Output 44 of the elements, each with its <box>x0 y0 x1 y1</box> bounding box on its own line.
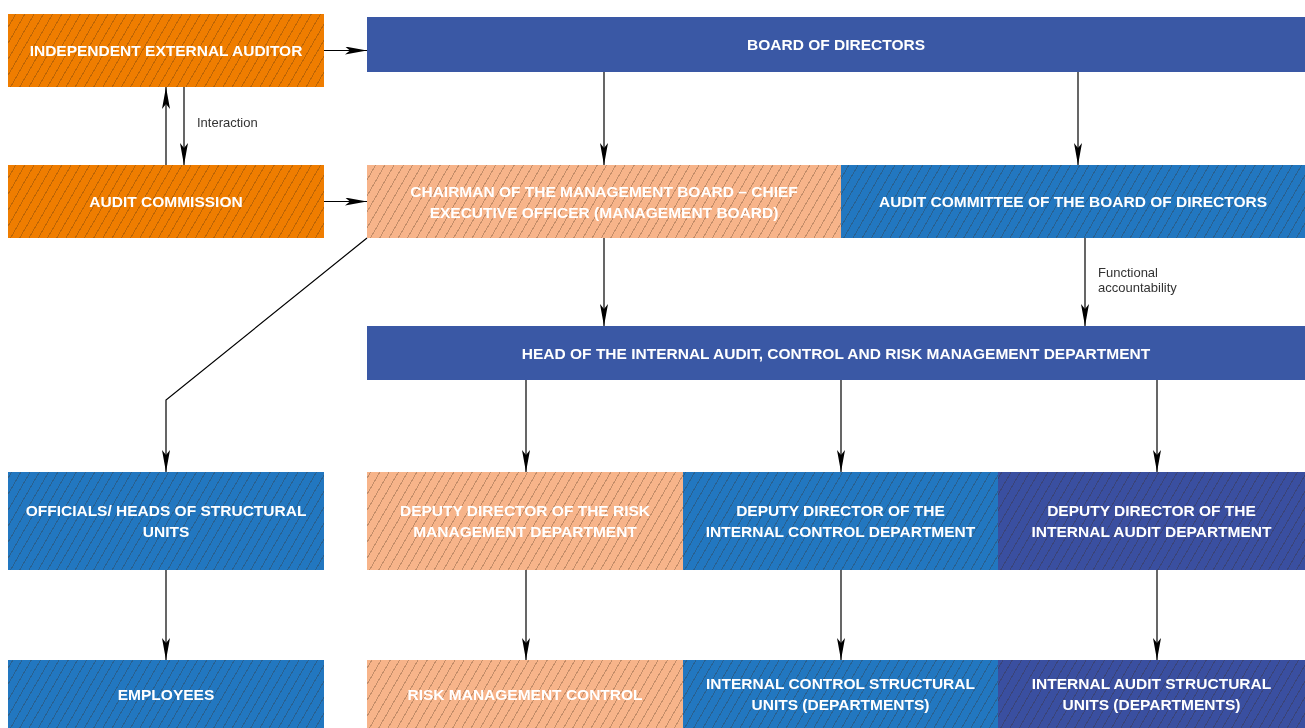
unit-title: HEAD OF THE INTERNAL AUDIT, CONTROL AND RISK MANAGEMENT DEPARTMENT <box>521 343 1151 364</box>
arrow <box>162 86 170 166</box>
org-unit-box <box>8 472 324 570</box>
org-unit-box <box>841 165 1305 238</box>
unit-title: INDEPENDENT EXTERNAL AUDITOR <box>29 41 303 61</box>
unit-title: AUDIT COMMITTEE OF THE BOARD OF DIRECTORS <box>878 192 1268 212</box>
unit-title: INTERNAL AUDIT STRUCTURAL UNITS (DEPARTMENTS) <box>1030 674 1273 715</box>
arrow <box>837 569 845 661</box>
unit-title: DEPUTY DIRECTOR OF THE RISK MANAGEMENT DEPARTMENT <box>398 501 651 542</box>
arrow <box>1074 71 1082 166</box>
arrow <box>180 86 188 166</box>
org-unit-box <box>8 660 324 728</box>
arrow <box>162 569 170 661</box>
arrow <box>522 569 530 661</box>
arrow <box>1081 237 1089 327</box>
unit-title: INTERNAL CONTROL STRUCTURAL UNITS (DEPARTMENTS) <box>705 674 976 715</box>
unit-title: DEPUTY DIRECTOR OF THE INTERNAL AUDIT DEPARTMENT <box>1030 501 1273 542</box>
org-unit-box <box>683 472 998 570</box>
org-unit-box <box>8 165 324 238</box>
org-unit-box <box>998 660 1305 728</box>
unit-title: DEPUTY DIRECTOR OF THE INTERNAL CONTROL DEPARTMENT <box>704 501 977 542</box>
arrow <box>522 379 530 473</box>
org-unit-box <box>683 660 998 728</box>
arrow <box>1153 569 1161 661</box>
arrow <box>1153 379 1161 473</box>
org-unit-box <box>367 17 1305 72</box>
unit-title: OFFICIALS/ HEADS OF STRUCTURAL UNITS <box>24 501 308 542</box>
org-unit-box <box>998 472 1305 570</box>
unit-title: RISK MANAGEMENT CONTROL <box>407 684 643 705</box>
arrow <box>600 71 608 166</box>
arrow <box>323 197 368 206</box>
unit-title: CHAIRMAN OF THE MANAGEMENT BOARD – CHIEF EXECUTIVE OFFICER (MANAGEMENT BOARD) <box>409 181 799 223</box>
org-unit-box <box>367 660 683 728</box>
org-unit-box <box>8 14 324 87</box>
org-unit-box <box>367 472 683 570</box>
unit-title: BOARD OF DIRECTORS <box>747 35 925 55</box>
arrow <box>837 379 845 473</box>
unit-title: EMPLOYEES <box>117 684 215 705</box>
arrow <box>162 237 368 473</box>
org-unit-box <box>367 165 841 238</box>
arrow <box>600 237 608 327</box>
arrow <box>323 46 368 55</box>
unit-title: AUDIT COMMISSION <box>89 192 243 212</box>
org-unit-box <box>367 326 1305 380</box>
